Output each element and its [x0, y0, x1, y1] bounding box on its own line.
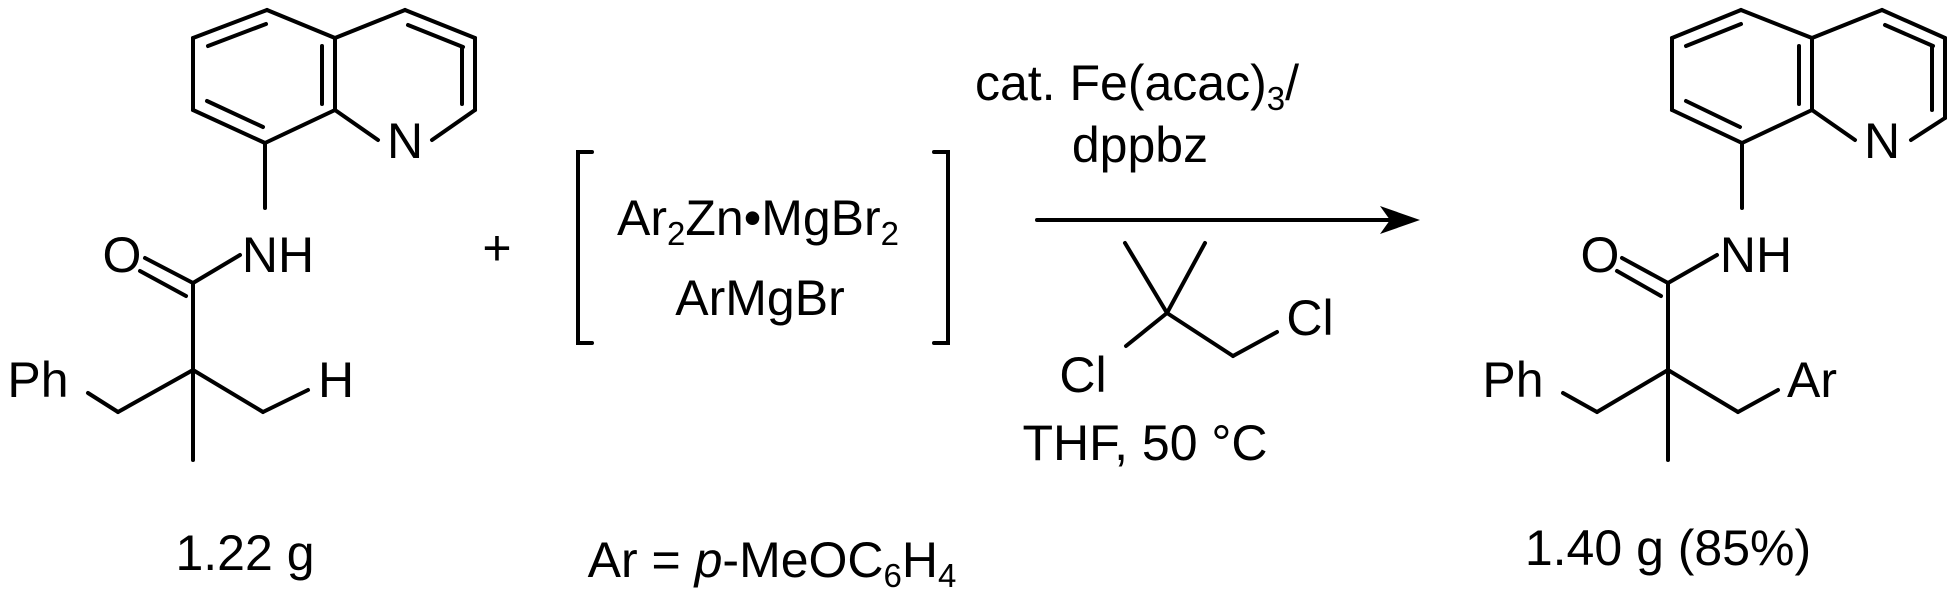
organometallic-reagent: Ar2Zn•MgBr2 ArMgBr	[576, 150, 950, 345]
ligand-label: dppbz	[1072, 117, 1208, 173]
product-yield: 1.40 g (85%)	[1525, 520, 1811, 576]
product-carbonyl-oxygen: O	[1581, 227, 1620, 283]
reactant-structure: N O NH Ph H	[7, 8, 477, 462]
reagent-diarylzinc: Ar2Zn•MgBr2	[617, 190, 899, 252]
product-amide-nh: NH	[1720, 227, 1792, 283]
left-bracket	[576, 150, 594, 345]
oxidant-chlorine-left: Cl	[1059, 347, 1106, 403]
catalyst-label: cat. Fe(acac)3/	[975, 55, 1299, 117]
product-aryl: Ar	[1787, 352, 1837, 408]
reactant-ring-nitrogen: N	[387, 113, 423, 169]
right-bracket	[932, 150, 950, 345]
reactant-hydrogen: H	[318, 352, 354, 408]
reaction-conditions: cat. Fe(acac)3/ dppbz Cl Cl THF, 50 °C	[975, 55, 1420, 471]
aryl-definition: Ar = p-MeOC6H4	[588, 532, 957, 594]
reactant-carbonyl-oxygen: O	[103, 227, 142, 283]
reaction-arrow-head	[1380, 206, 1420, 234]
product-phenyl: Ph	[1482, 352, 1543, 408]
reagent-grignard: ArMgBr	[675, 270, 844, 326]
product-structure: N O NH Ph Ar	[1482, 8, 1947, 462]
reactant-amide-nh: NH	[242, 227, 314, 283]
solvent-temperature: THF, 50 °C	[1022, 415, 1267, 471]
plus-sign: +	[482, 220, 511, 276]
reactant-phenyl: Ph	[7, 352, 68, 408]
product-ring-nitrogen: N	[1864, 113, 1900, 169]
reactant-mass: 1.22 g	[175, 525, 314, 581]
oxidant-chlorine-right: Cl	[1286, 290, 1333, 346]
